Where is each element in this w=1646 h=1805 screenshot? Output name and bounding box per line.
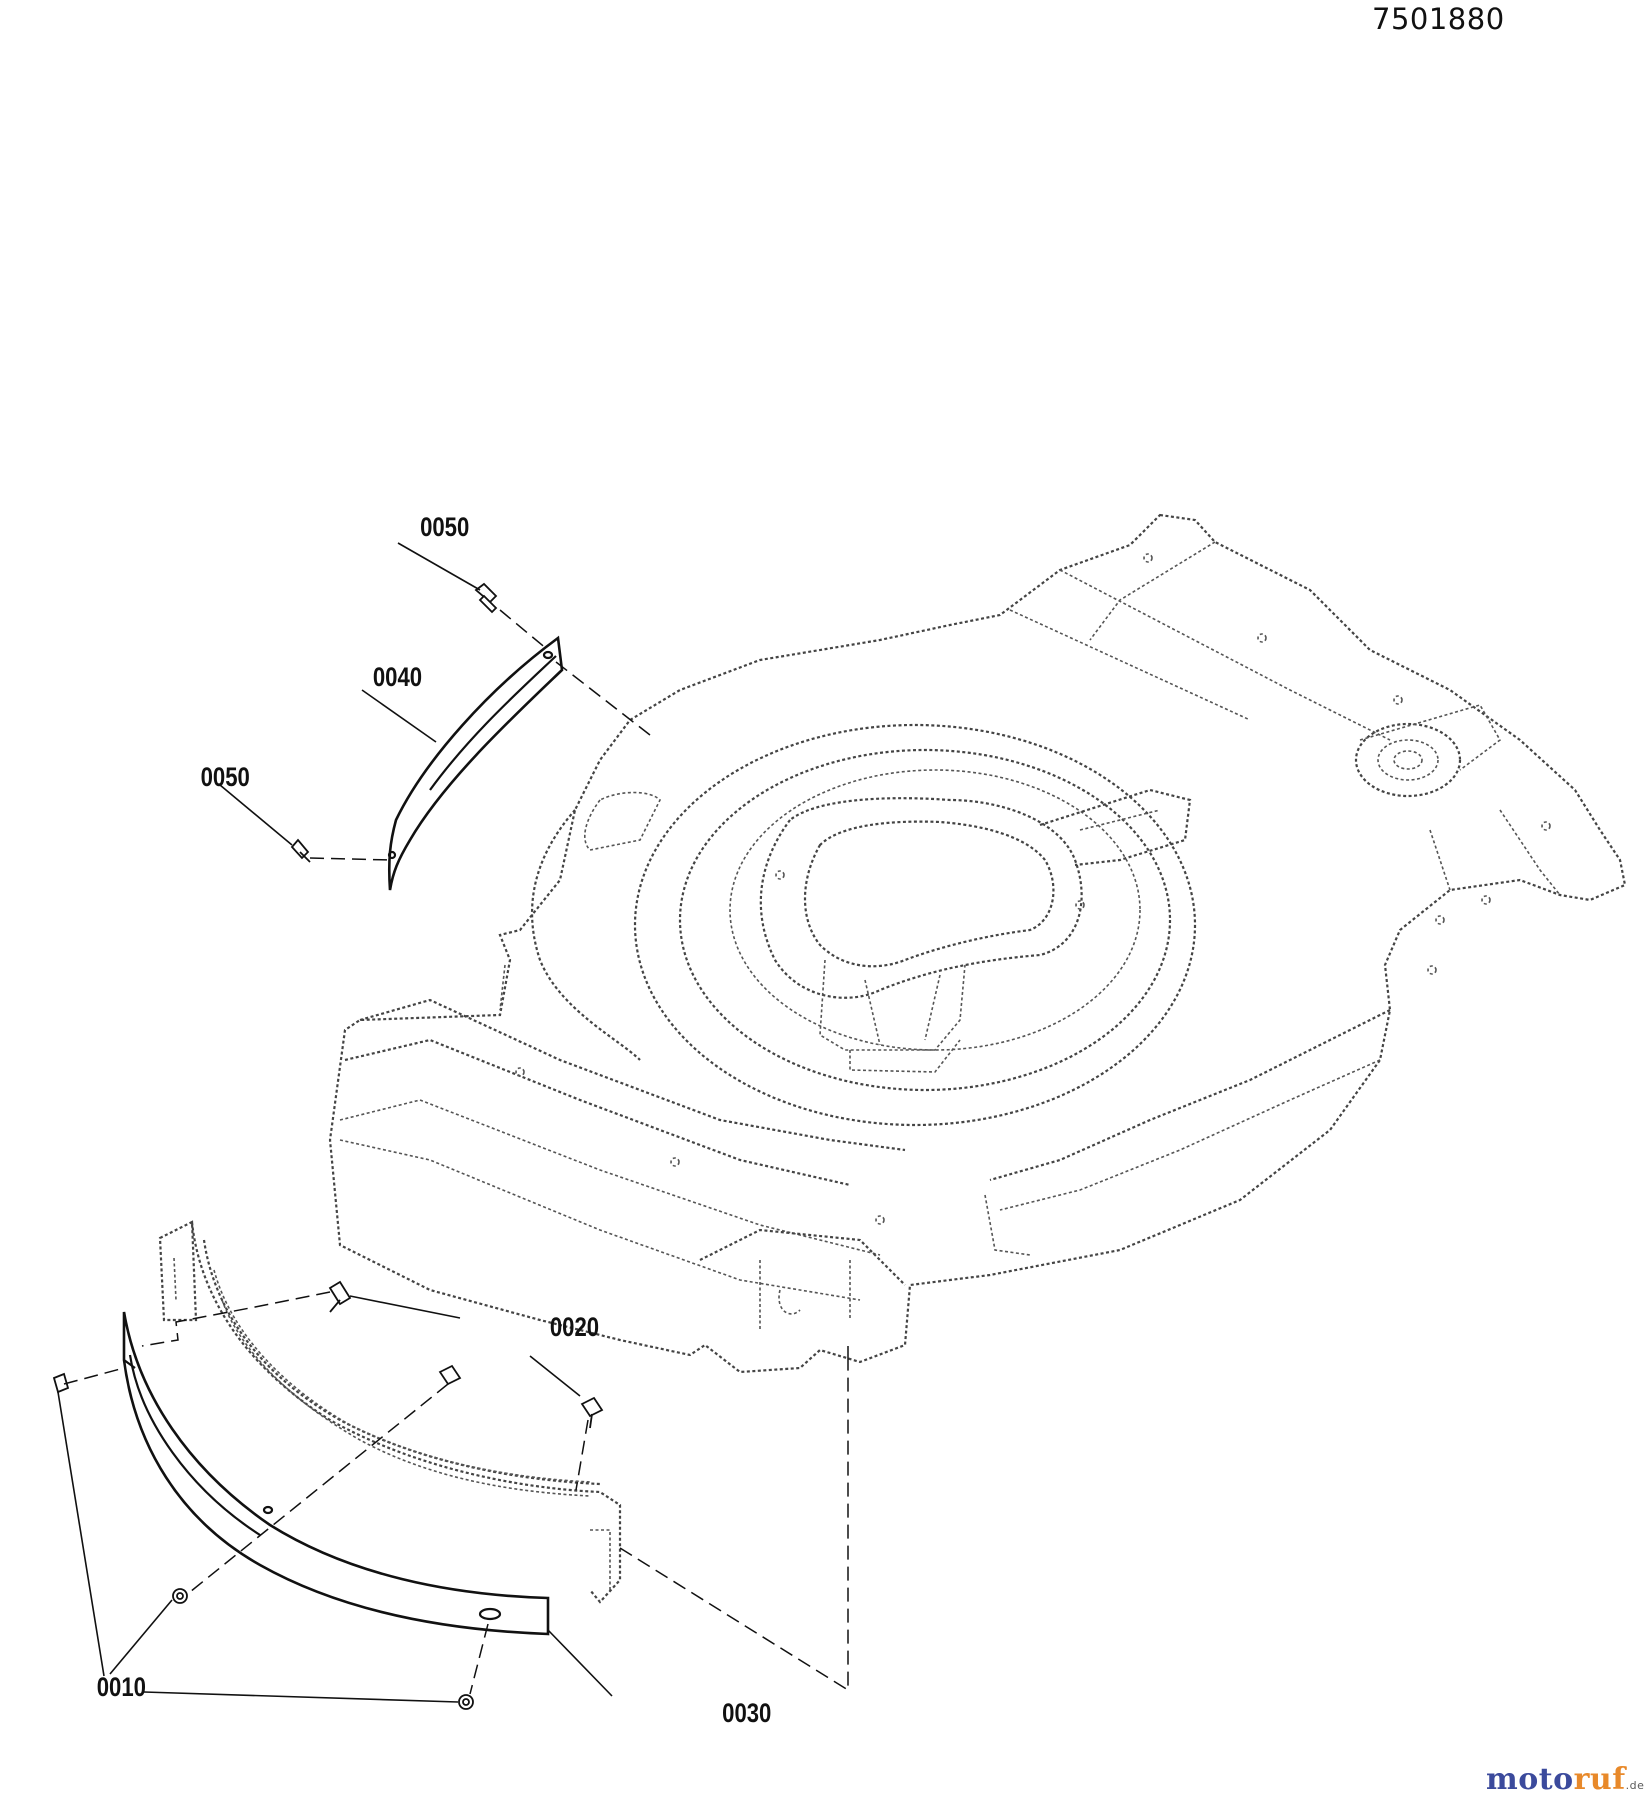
callout-0020: 0020 [550, 1313, 599, 1343]
mower-deck-housing [328, 513, 1627, 1374]
callout-0010: 0010 [97, 1673, 146, 1703]
leader-0050-left [219, 784, 293, 846]
leader-0040 [361, 689, 437, 743]
part-0030-front-deflector [122, 1311, 550, 1636]
diagram-number: 7501880 [1372, 2, 1505, 36]
assembly-line-deflector-to-deck [619, 1360, 849, 1692]
fastener-0010-nut-bottom [458, 1694, 474, 1710]
brand-name-b: ruf [1573, 1762, 1626, 1797]
leader-0010-a [57, 1391, 105, 1677]
callout-0040: 0040 [373, 663, 422, 693]
leader-0010-c [143, 1691, 459, 1703]
leader-0050-top [397, 542, 481, 591]
fastener-0010-nut-mid [172, 1588, 188, 1604]
assembly-line-0050-left [309, 857, 391, 861]
leader-0020-b [529, 1355, 581, 1397]
brand-name-a: moto [1486, 1762, 1574, 1797]
fastener-0020-mid [438, 1364, 462, 1386]
callout-0050-left: 0050 [201, 763, 250, 793]
callout-0050-top: 0050 [420, 513, 469, 543]
assembly-line-0010-bottom [469, 1623, 489, 1695]
leader-0020-a [349, 1295, 461, 1319]
fastener-0050-left [290, 838, 311, 863]
assembly-line-0020-mid [189, 1383, 449, 1593]
callout-0030: 0030 [722, 1699, 771, 1729]
assembly-line-0050-top [499, 609, 549, 651]
part-0040-rear-flap [387, 635, 564, 891]
fastener-0050-top [474, 582, 498, 614]
front-deflector-shield-dashed [158, 1220, 622, 1604]
fastener-0020-top [328, 1280, 352, 1313]
fastener-0010-left [52, 1372, 70, 1394]
watermark-logo: motoruf.de [1486, 1762, 1644, 1797]
assembly-line-0010-left [63, 1367, 125, 1385]
fastener-0020-right [580, 1396, 604, 1429]
leader-0030 [547, 1629, 613, 1697]
assembly-line-0020-right [575, 1419, 589, 1491]
assembly-line-0020-top [141, 1291, 331, 1347]
assembly-line-0040-to-deck [555, 661, 651, 736]
brand-tld: .de [1625, 1779, 1645, 1792]
leader-0010-b [109, 1599, 173, 1675]
